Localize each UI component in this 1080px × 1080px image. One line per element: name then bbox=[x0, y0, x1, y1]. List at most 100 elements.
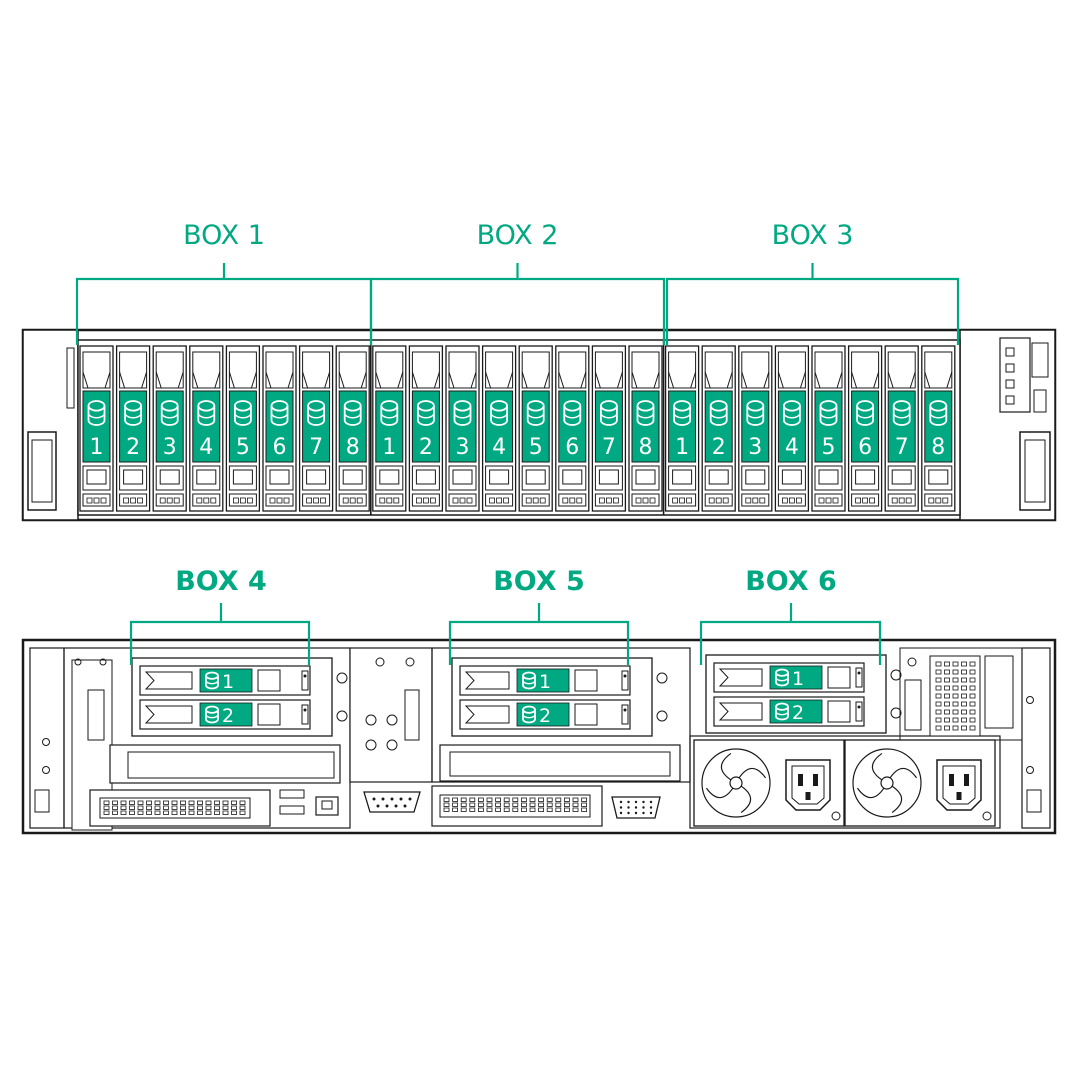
front-drive-bay-box1-1[interactable]: 1 bbox=[79, 345, 114, 512]
disk-cylinder-icon bbox=[856, 400, 874, 426]
box-6-label: BOX 6 bbox=[745, 566, 837, 597]
disk-cylinder-icon bbox=[380, 400, 399, 426]
disk-cylinder-icon bbox=[124, 400, 143, 426]
bay-number: 6 bbox=[273, 435, 287, 460]
front-drive-bay-box1-4[interactable]: 4 bbox=[189, 345, 224, 512]
front-drive-bay-box3-8[interactable]: 8 bbox=[921, 345, 956, 512]
power-inlet-icon bbox=[936, 759, 982, 811]
rear-drive-bay-box4-2[interactable]: 2 bbox=[139, 699, 311, 730]
power-inlet-icon bbox=[785, 759, 831, 811]
bay-number: 8 bbox=[639, 435, 653, 460]
disk-cylinder-icon bbox=[197, 400, 216, 426]
disk-cylinder-icon bbox=[819, 400, 838, 426]
disk-cylinder-icon bbox=[522, 671, 536, 690]
rear-drive-bay-box5-2[interactable]: 2 bbox=[459, 699, 631, 730]
box-3-bracket bbox=[665, 263, 960, 345]
rear-drive-bay-box4-1[interactable]: 1 bbox=[139, 665, 311, 696]
rear-drive-bay-box5-1[interactable]: 1 bbox=[459, 665, 631, 696]
disk-cylinder-icon bbox=[343, 400, 362, 426]
bay-number: 8 bbox=[346, 435, 360, 460]
disk-cylinder-icon bbox=[522, 705, 536, 724]
box-4-bracket bbox=[129, 603, 311, 665]
disk-cylinder-icon bbox=[526, 400, 545, 426]
disk-cylinder-icon bbox=[233, 400, 252, 426]
fan-icon bbox=[852, 748, 922, 818]
bay-number: 2 bbox=[419, 435, 433, 460]
disk-cylinder-icon bbox=[490, 400, 509, 426]
psu-vent-grill bbox=[935, 661, 976, 731]
front-drive-bay-box2-2[interactable]: 2 bbox=[408, 345, 444, 512]
vga-port bbox=[619, 800, 653, 815]
front-drive-bay-box2-7[interactable]: 7 bbox=[591, 345, 627, 512]
bay-number: 7 bbox=[602, 435, 616, 460]
bay-number: 5 bbox=[529, 435, 543, 460]
bay-number: 1 bbox=[222, 671, 234, 693]
bay-number: 1 bbox=[90, 435, 104, 460]
front-drive-bay-box3-5[interactable]: 5 bbox=[811, 345, 846, 512]
power-supply-2[interactable] bbox=[844, 739, 996, 827]
disk-cylinder-icon bbox=[929, 400, 948, 426]
box-6-bracket bbox=[699, 603, 882, 665]
front-drive-bay-box2-4[interactable]: 4 bbox=[481, 345, 517, 512]
front-drive-bay-box1-8[interactable]: 8 bbox=[335, 345, 370, 512]
front-drive-bay-box3-2[interactable]: 2 bbox=[701, 345, 736, 512]
front-drive-bay-box3-3[interactable]: 3 bbox=[738, 345, 773, 512]
bay-number: 6 bbox=[565, 435, 579, 460]
bay-number: 2 bbox=[539, 705, 551, 727]
rear-drive-bay-box6-2[interactable]: 2 bbox=[713, 696, 865, 727]
disk-cylinder-icon bbox=[892, 400, 911, 426]
disk-cylinder-icon bbox=[205, 671, 219, 690]
bay-number: 2 bbox=[126, 435, 140, 460]
bay-number: 5 bbox=[822, 435, 836, 460]
disk-cylinder-icon bbox=[205, 705, 219, 724]
front-drive-bay-box2-5[interactable]: 5 bbox=[518, 345, 553, 512]
front-drive-bay-box1-2[interactable]: 2 bbox=[115, 345, 151, 512]
serial-port bbox=[372, 797, 412, 808]
box-2-bracket bbox=[369, 263, 666, 345]
disk-cylinder-icon bbox=[270, 400, 289, 426]
disk-cylinder-icon bbox=[563, 400, 582, 426]
front-drive-bay-box1-3[interactable]: 3 bbox=[152, 345, 187, 512]
disk-cylinder-icon bbox=[775, 668, 789, 687]
front-drive-bay-box1-6[interactable]: 6 bbox=[262, 345, 297, 512]
bay-number: 4 bbox=[199, 435, 213, 460]
disk-cylinder-icon bbox=[160, 400, 179, 426]
rear-drive-cage-box6: 12 bbox=[705, 654, 902, 734]
front-drive-bay-box1-7[interactable]: 7 bbox=[298, 345, 334, 512]
disk-cylinder-icon bbox=[600, 400, 618, 426]
disk-cylinder-icon bbox=[783, 400, 801, 426]
disk-cylinder-icon bbox=[636, 400, 655, 426]
front-drive-bay-box3-6[interactable]: 6 bbox=[847, 345, 883, 512]
front-drive-bay-box3-7[interactable]: 7 bbox=[884, 345, 919, 512]
disk-cylinder-icon bbox=[416, 400, 435, 426]
bay-number: 1 bbox=[792, 668, 804, 690]
bay-number: 3 bbox=[456, 435, 470, 460]
front-drive-bay-box3-4[interactable]: 4 bbox=[774, 345, 810, 512]
bay-number: 2 bbox=[712, 435, 726, 460]
bay-number: 7 bbox=[309, 435, 323, 460]
box-3-label: BOX 3 bbox=[772, 220, 854, 251]
bay-number: 6 bbox=[858, 435, 872, 460]
front-drive-bay-box3-1[interactable]: 1 bbox=[664, 345, 700, 512]
power-supply-1[interactable] bbox=[693, 739, 845, 827]
box-5-bracket bbox=[448, 603, 630, 665]
box-1-label: BOX 1 bbox=[183, 220, 265, 251]
bay-number: 3 bbox=[748, 435, 762, 460]
front-drive-bay-box2-3[interactable]: 3 bbox=[445, 345, 480, 512]
front-drive-bay-box2-8[interactable]: 8 bbox=[628, 345, 663, 512]
disk-cylinder-icon bbox=[453, 400, 472, 426]
front-drive-bay-box2-1[interactable]: 1 bbox=[372, 345, 407, 512]
front-drive-bay-box1-5[interactable]: 5 bbox=[225, 345, 261, 512]
rear-drive-cage-box4: 12 bbox=[131, 657, 348, 737]
bay-number: 4 bbox=[492, 435, 506, 460]
disk-cylinder-icon bbox=[775, 702, 789, 721]
fan-icon bbox=[701, 748, 771, 818]
bay-number: 5 bbox=[236, 435, 250, 460]
bay-number: 3 bbox=[163, 435, 177, 460]
rear-drive-bay-box6-1[interactable]: 1 bbox=[713, 662, 865, 693]
front-drive-bay-box2-6[interactable]: 6 bbox=[555, 345, 590, 512]
